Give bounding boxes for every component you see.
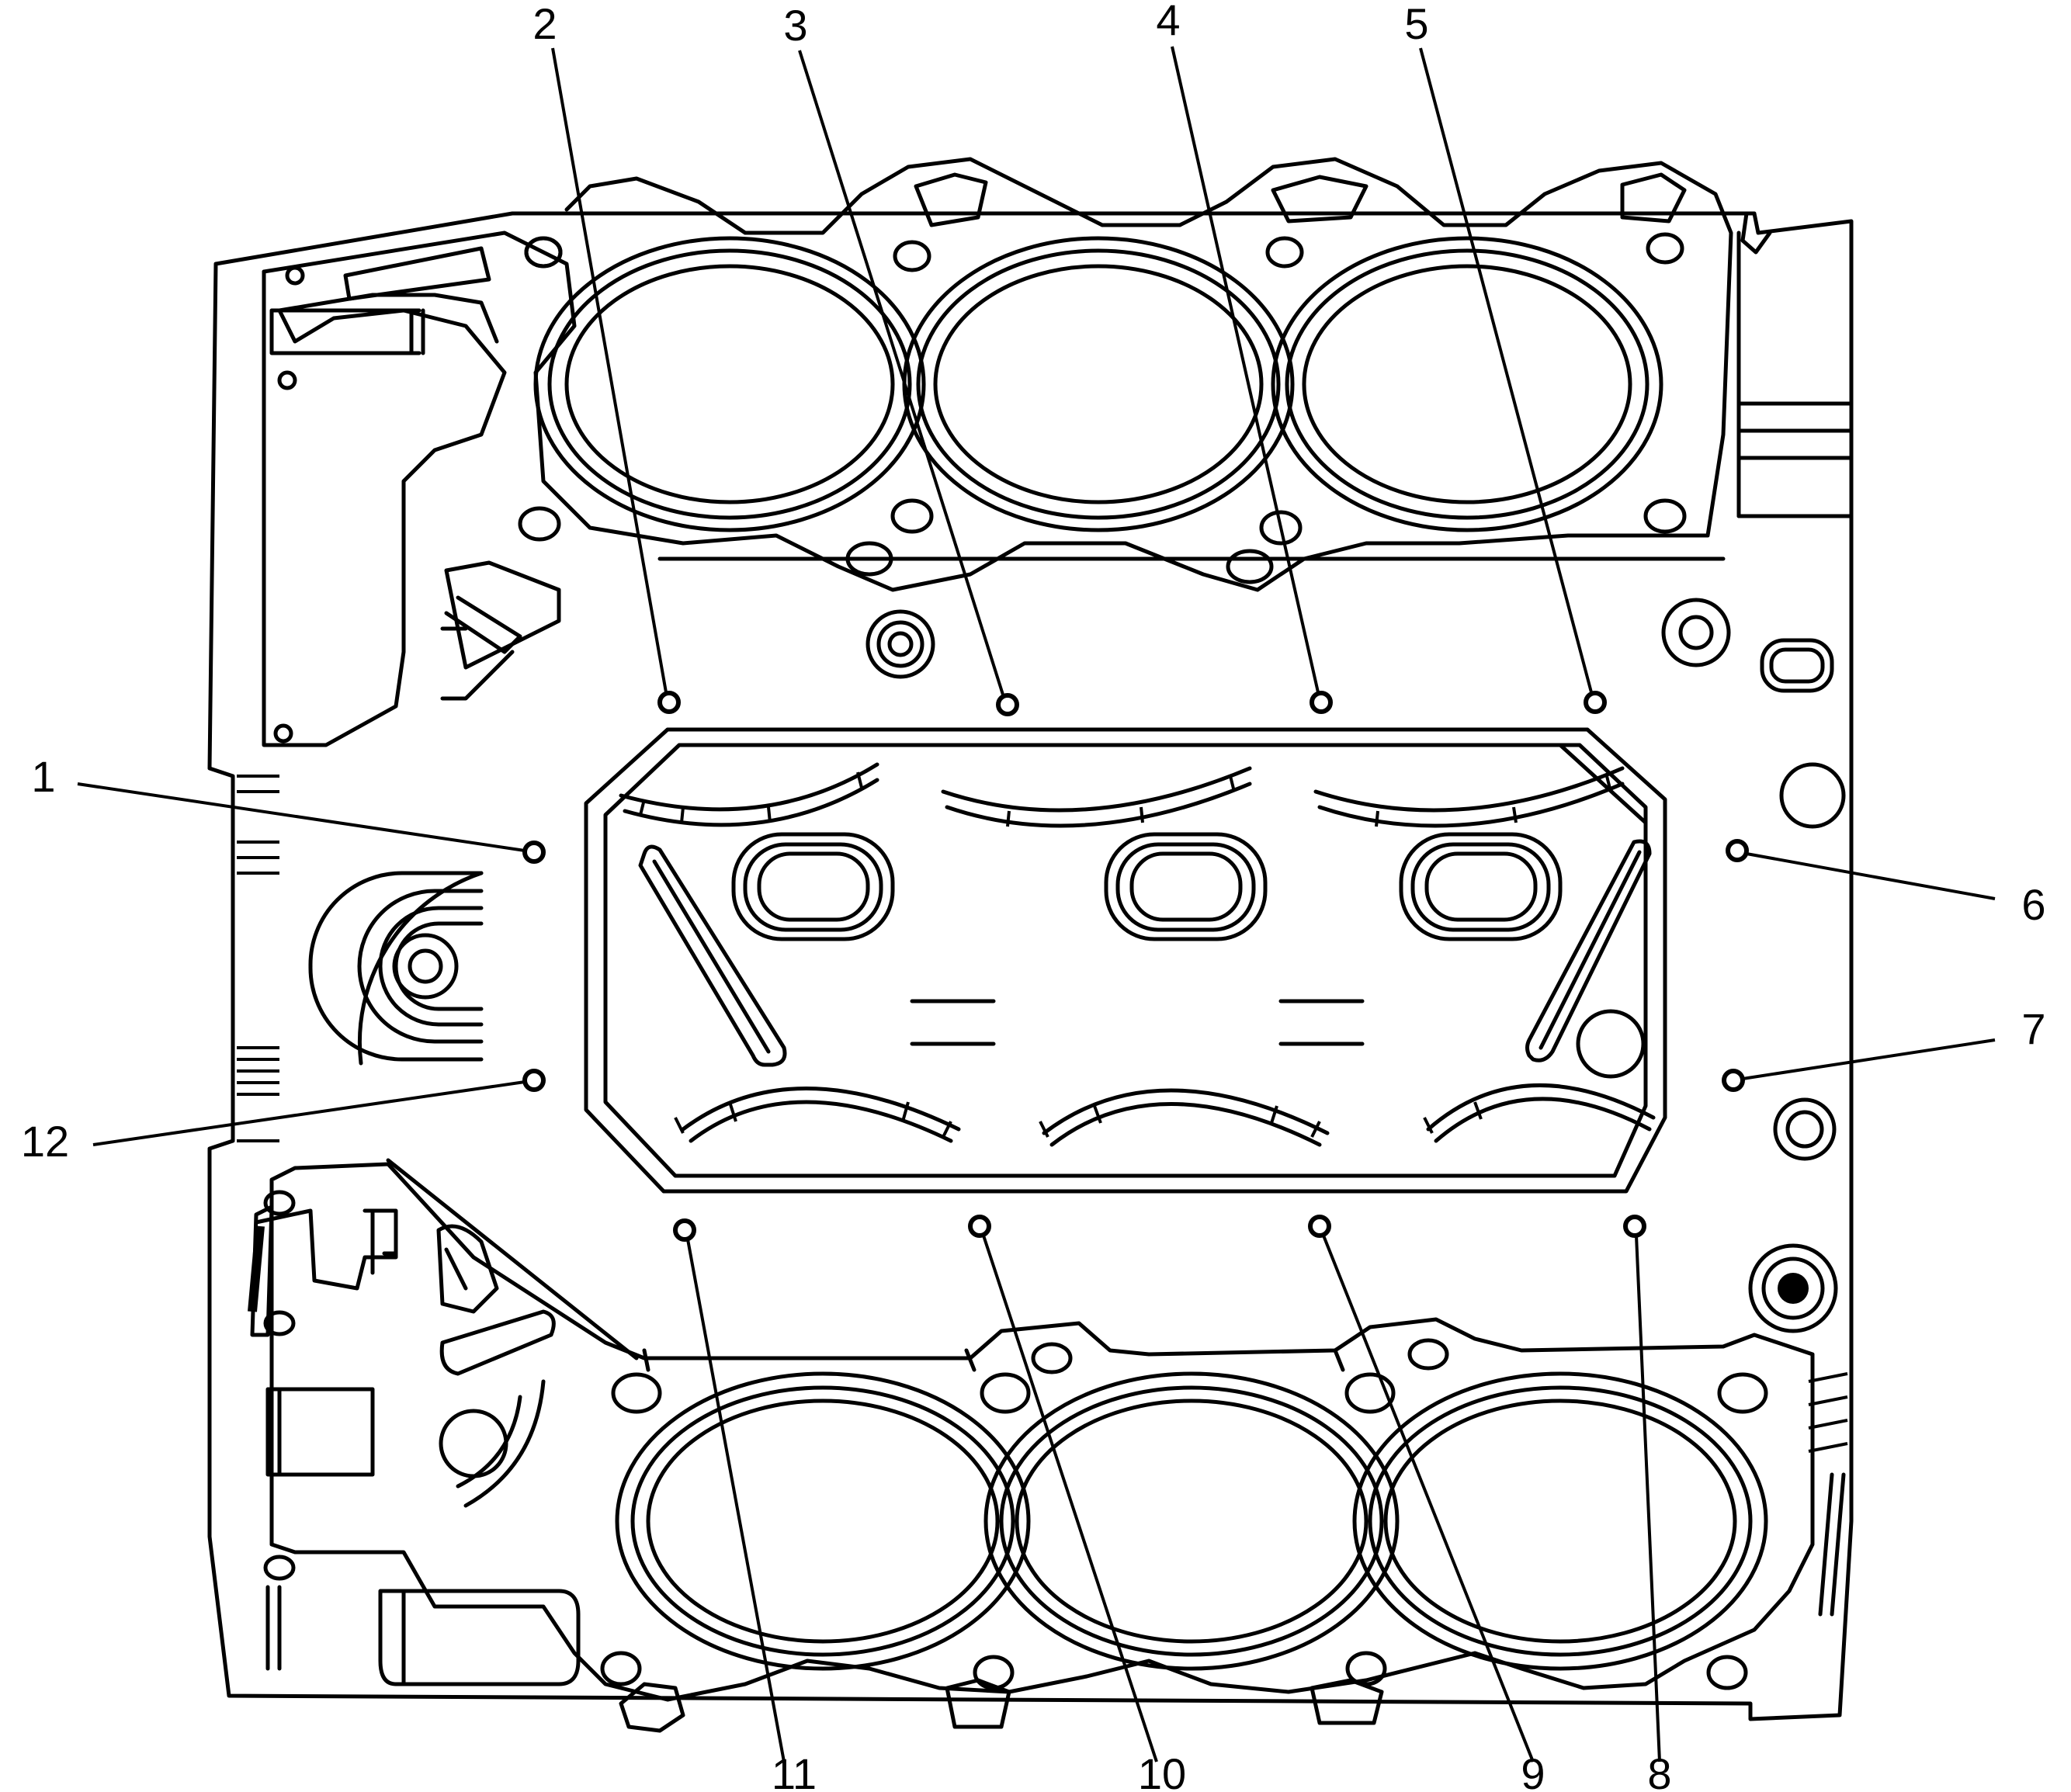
callout-label-9: 9 (1521, 1749, 1545, 1792)
callout-marker-9 (1308, 1215, 1331, 1238)
lower-bore-2 (983, 1371, 1400, 1671)
lower-bore-3 (1352, 1371, 1768, 1671)
leader-12 (92, 1080, 526, 1146)
block-outline (207, 211, 1854, 1721)
callout-label-1: 1 (31, 752, 55, 801)
center-valley (584, 727, 1667, 1194)
left-upper-features (269, 236, 563, 743)
callout-label-11: 11 (772, 1749, 817, 1792)
callout-marker-10 (968, 1215, 991, 1238)
lower-bore-1 (615, 1371, 1031, 1671)
upper-bore-2 (902, 236, 1295, 532)
callout-marker-2 (657, 691, 681, 714)
leader-2 (551, 47, 668, 693)
leader-6 (1746, 852, 1996, 900)
callout-label-12: 12 (21, 1117, 69, 1166)
callout-label-8: 8 (1647, 1749, 1671, 1792)
upper-bore-3 (1271, 236, 1663, 532)
left-lower-features (248, 1190, 581, 1686)
callout-marker-11 (673, 1218, 696, 1242)
callout-label-4: 4 (1156, 0, 1180, 44)
leader-4 (1171, 46, 1320, 693)
callout-marker-8 (1623, 1215, 1646, 1238)
upper-bore-1 (533, 236, 926, 532)
upper-cylinders (518, 172, 1846, 1333)
leader-8 (1635, 1235, 1661, 1763)
callout-marker-3 (996, 693, 1019, 716)
callout-label-6: 6 (2021, 880, 2045, 929)
leader-lines (77, 46, 1996, 1763)
leader-1 (77, 782, 526, 852)
leader-11 (686, 1239, 786, 1763)
leader-7 (1742, 1038, 1996, 1080)
callout-marker-12 (522, 1069, 546, 1092)
left-middle-features (308, 871, 484, 1066)
leader-10 (982, 1235, 1158, 1763)
callout-label-2: 2 (532, 0, 557, 48)
callout-label-7: 7 (2021, 1004, 2045, 1053)
callout-marker-5 (1584, 691, 1607, 714)
callout-marker-7 (1722, 1069, 1745, 1092)
callout-label-3: 3 (783, 1, 807, 50)
callout-holes (522, 691, 1749, 1242)
callout-label-10: 10 (1138, 1749, 1186, 1792)
leader-5 (1419, 47, 1593, 693)
callout-labels: 1 2 3 4 5 6 7 8 9 10 11 12 (21, 0, 2046, 1792)
leader-9 (1322, 1235, 1535, 1763)
leader-3 (798, 50, 1004, 695)
callout-label-5: 5 (1404, 0, 1428, 48)
lower-cylinders (600, 1338, 1768, 1733)
callout-marker-1 (522, 841, 546, 864)
callout-marker-4 (1310, 691, 1333, 714)
callout-marker-6 (1726, 839, 1749, 862)
